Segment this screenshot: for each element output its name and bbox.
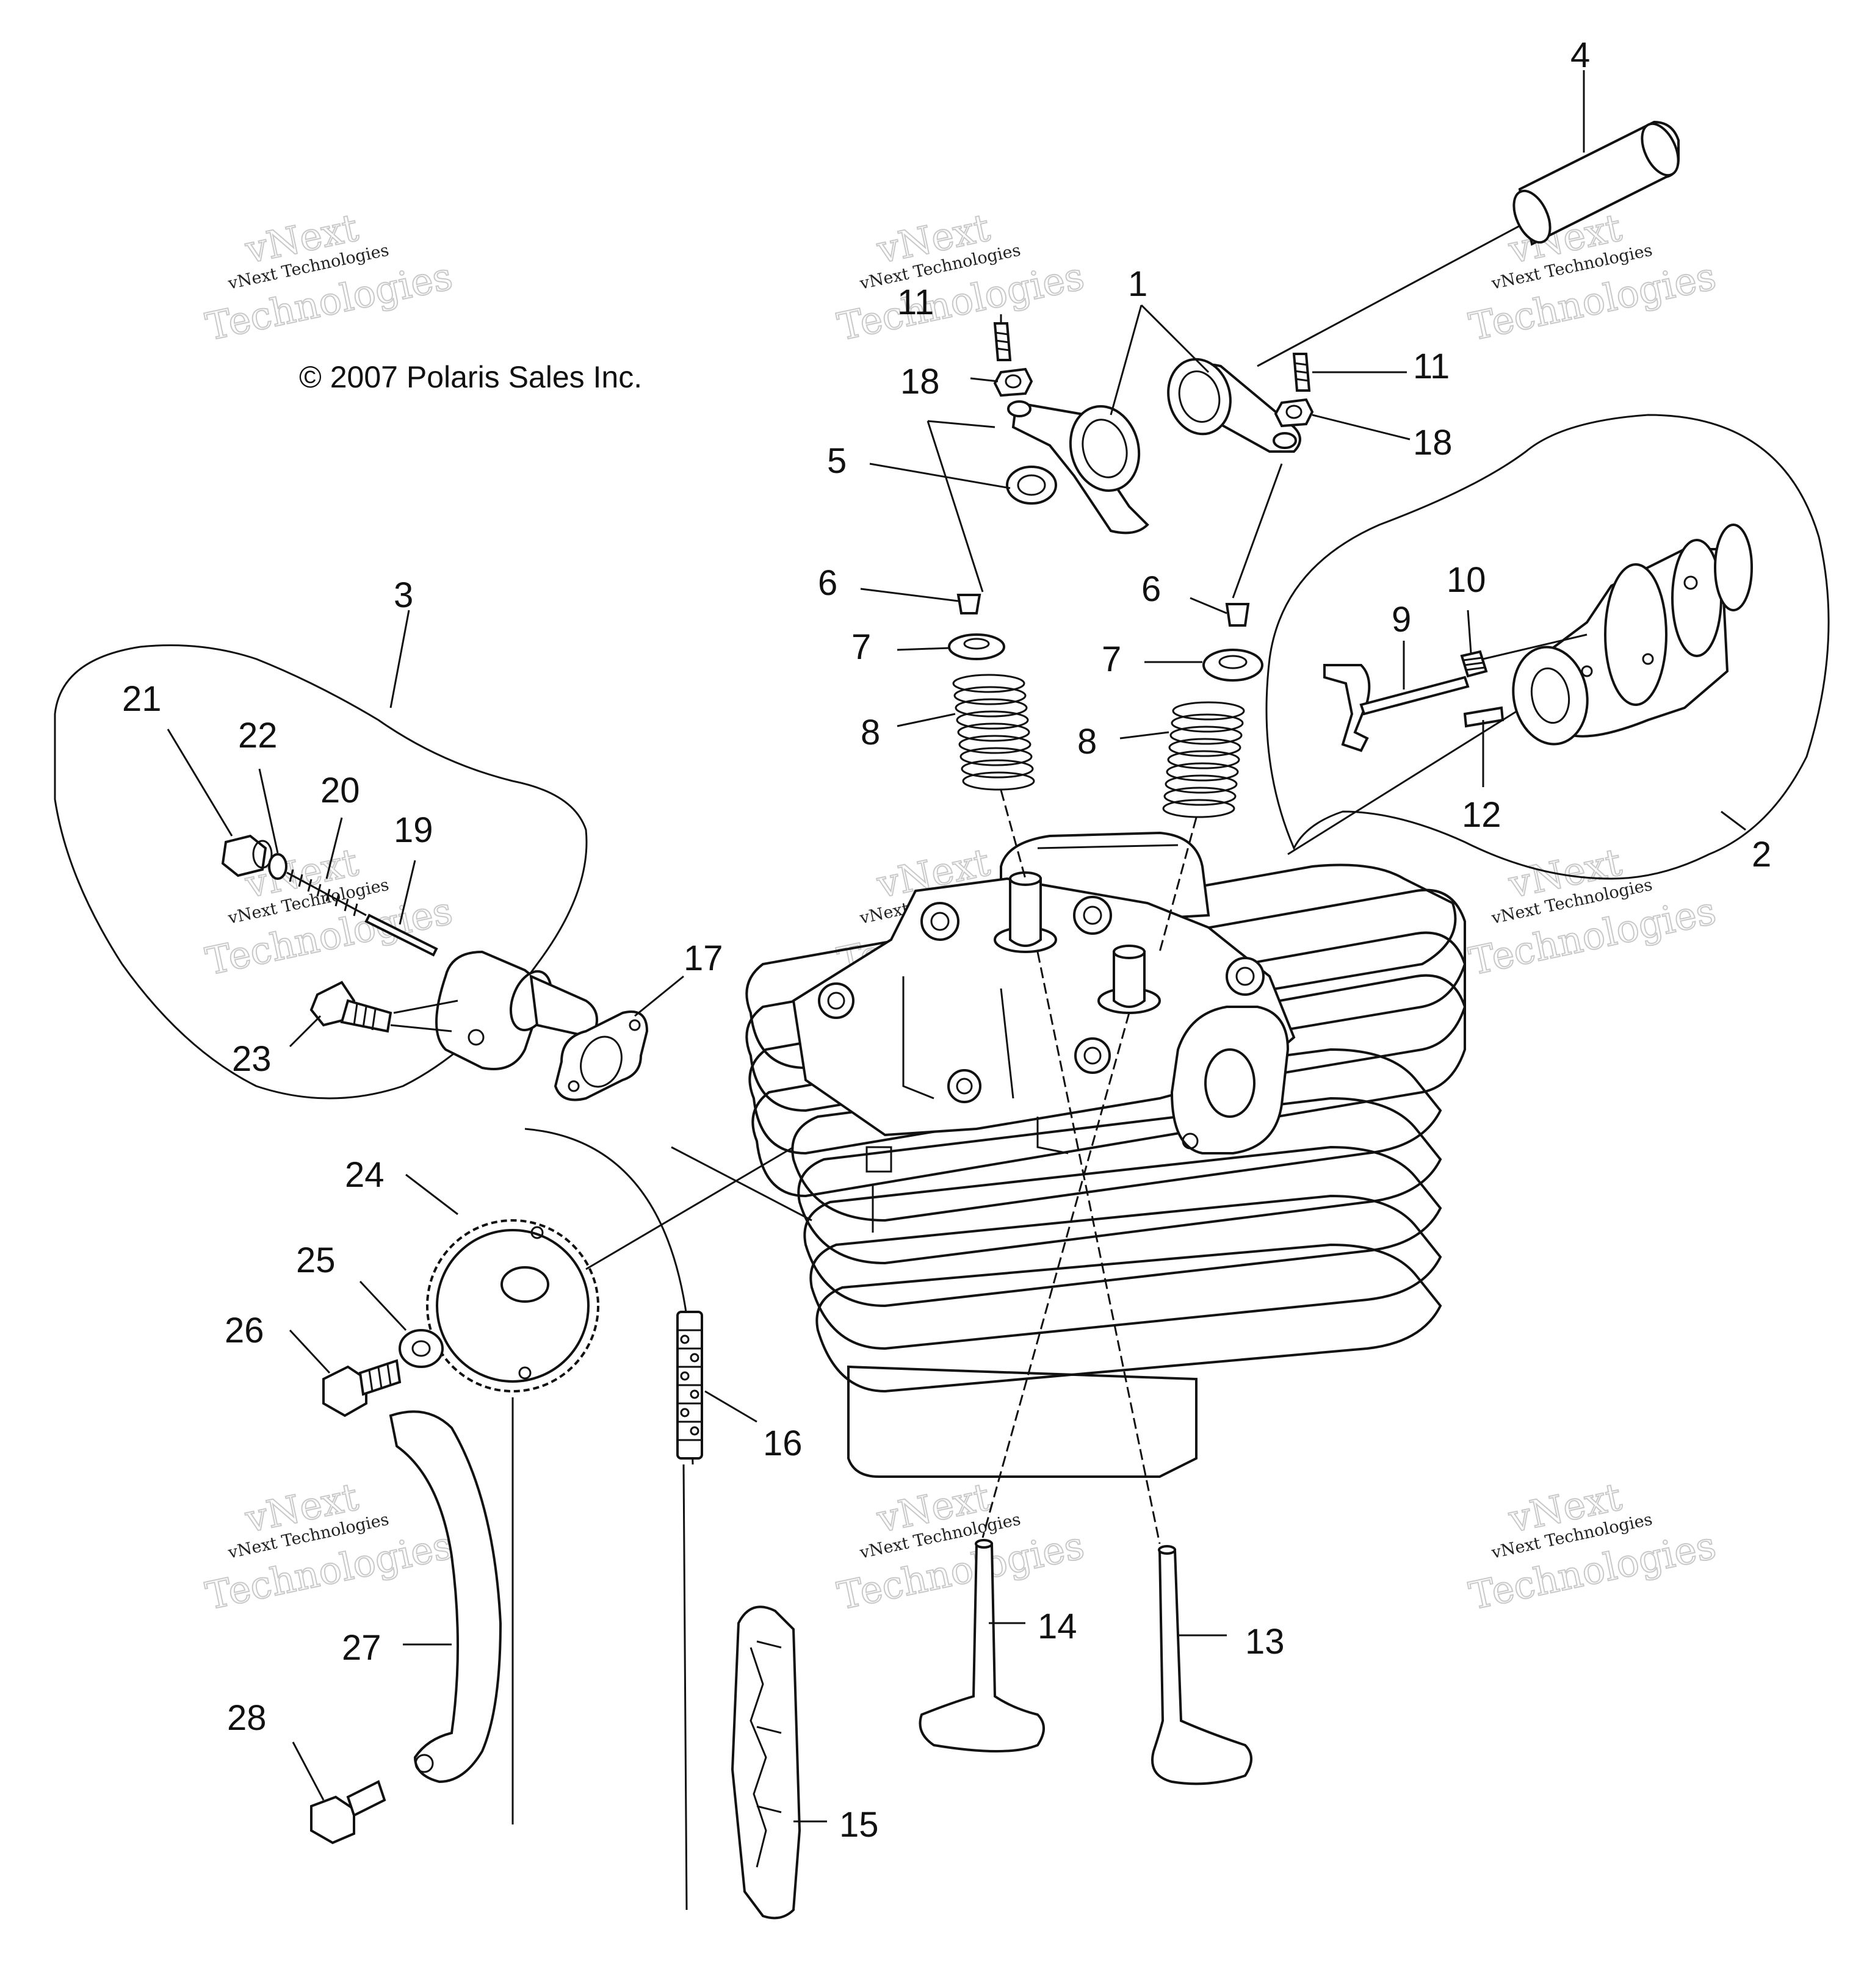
callout-21: 21 <box>122 679 162 719</box>
callout-2: 2 <box>1752 835 1771 874</box>
callout-8: 8 <box>861 713 880 752</box>
callout-12: 12 <box>1462 795 1501 835</box>
watermark: vNext vNext Technologies Technologies <box>833 1474 1089 1619</box>
callout-17: 17 <box>684 938 723 978</box>
assembly-line <box>390 1024 452 1032</box>
callout-4: 4 <box>1570 35 1590 75</box>
rocker-shaft <box>1512 120 1680 246</box>
rocker-arm-left <box>1007 400 1149 535</box>
chain-path <box>524 1128 694 1465</box>
assembly-line <box>585 1146 794 1270</box>
tensioner-group-outline <box>54 644 588 1100</box>
callout-3: 3 <box>394 575 413 615</box>
callout-24: 24 <box>345 1155 385 1195</box>
camshaft-group-outline <box>1265 414 1830 880</box>
valve-keeper-left <box>956 594 981 614</box>
watermark: vNext vNext Technologies Technologies <box>201 204 457 350</box>
watermark: vNext vNext Technologies Technologies <box>1465 1474 1721 1619</box>
lock-nut-right <box>1274 398 1314 428</box>
callout-28: 28 <box>227 1698 267 1738</box>
callout-10: 10 <box>1447 560 1486 600</box>
callout-18: 18 <box>900 362 940 402</box>
callout-5: 5 <box>827 441 847 481</box>
callout-13: 13 <box>1245 1622 1285 1662</box>
sprocket-washer <box>399 1329 444 1368</box>
callout-9: 9 <box>1392 600 1411 639</box>
tensioner-gasket <box>554 1010 649 1101</box>
spring-retainer-left <box>948 633 1005 660</box>
callout-26: 26 <box>225 1311 264 1350</box>
callout-6: 6 <box>818 563 837 603</box>
tensioner-spring <box>286 869 367 917</box>
adjuster-screw-left <box>993 322 1012 361</box>
callout-15: 15 <box>839 1805 879 1845</box>
callout-22: 22 <box>238 716 278 755</box>
tensioner-body <box>435 950 598 1070</box>
rocker-arm-right <box>1167 358 1301 453</box>
assembly-line <box>1287 700 1533 855</box>
chain-guide-bolt <box>310 1780 386 1845</box>
thrust-washer <box>1006 466 1057 505</box>
assembly-line <box>1158 817 1198 953</box>
callout-16: 16 <box>763 1424 803 1463</box>
tensioner-plug-bolt <box>221 834 273 877</box>
callout-11: 11 <box>897 283 934 322</box>
callout-1: 1 <box>1128 264 1147 304</box>
camshaft <box>1512 524 1753 746</box>
tensioner-pushrod <box>364 913 438 957</box>
assembly-line <box>1232 463 1283 599</box>
shaft-axis-line <box>1257 225 1520 367</box>
chain-tensioner-guide <box>731 1605 801 1920</box>
cam-sprocket <box>426 1219 599 1392</box>
callout-14: 14 <box>1038 1607 1077 1646</box>
chain-guide-fixed <box>389 1410 502 1784</box>
cylinder-head <box>745 831 1466 1478</box>
assembly-line <box>1483 633 1588 660</box>
copyright-text: © 2007 Polaris Sales Inc. <box>299 360 642 394</box>
callout-11: 11 <box>1413 347 1450 386</box>
assembly-line <box>393 999 458 1014</box>
valve-spring-left <box>952 674 1035 791</box>
callout-20: 20 <box>320 771 360 810</box>
watermark: vNext vNext Technologies Technologies <box>201 1474 457 1619</box>
decompression-spring <box>1460 650 1488 678</box>
valve-keeper-right <box>1225 603 1250 627</box>
callout-7: 7 <box>1102 639 1121 679</box>
lock-nut-left <box>993 367 1033 397</box>
decompression-lever <box>1323 664 1470 752</box>
adjuster-screw-right <box>1292 353 1311 392</box>
assembly-line <box>671 1146 812 1222</box>
assembly-line <box>981 1012 1130 1538</box>
callout-25: 25 <box>296 1241 336 1280</box>
assembly-line <box>927 420 995 428</box>
callout-6: 6 <box>1141 569 1161 609</box>
watermark: vNext vNext Technologies Technologies <box>1465 839 1721 984</box>
leader-lines <box>167 70 1746 1823</box>
callout-7: 7 <box>851 627 871 667</box>
o-ring <box>268 853 287 880</box>
assembly-line <box>1036 951 1161 1544</box>
callouts: 4 1 11 18 11 18 5 6 6 7 7 8 8 9 10 12 2 … <box>122 35 1771 1845</box>
callout-19: 19 <box>394 810 433 850</box>
watermark: vNext vNext Technologies Technologies <box>833 204 1089 350</box>
valve-spring-right <box>1162 701 1245 818</box>
tensioner-mount-bolt <box>309 981 392 1033</box>
callout-27: 27 <box>342 1628 381 1668</box>
cam-chain <box>676 1311 703 1460</box>
dowel-pin <box>1463 706 1505 728</box>
valve-exhaust <box>919 1539 1045 1752</box>
spring-retainer-right <box>1202 649 1263 682</box>
assembly-line <box>682 1464 688 1911</box>
assembly-line <box>927 420 984 592</box>
callout-23: 23 <box>232 1039 272 1079</box>
callout-8: 8 <box>1077 722 1097 762</box>
sprocket-bolt <box>322 1359 402 1417</box>
guide-mount-hole <box>414 1754 434 1773</box>
callout-18: 18 <box>1413 423 1453 463</box>
valve-intake <box>1151 1545 1252 1785</box>
